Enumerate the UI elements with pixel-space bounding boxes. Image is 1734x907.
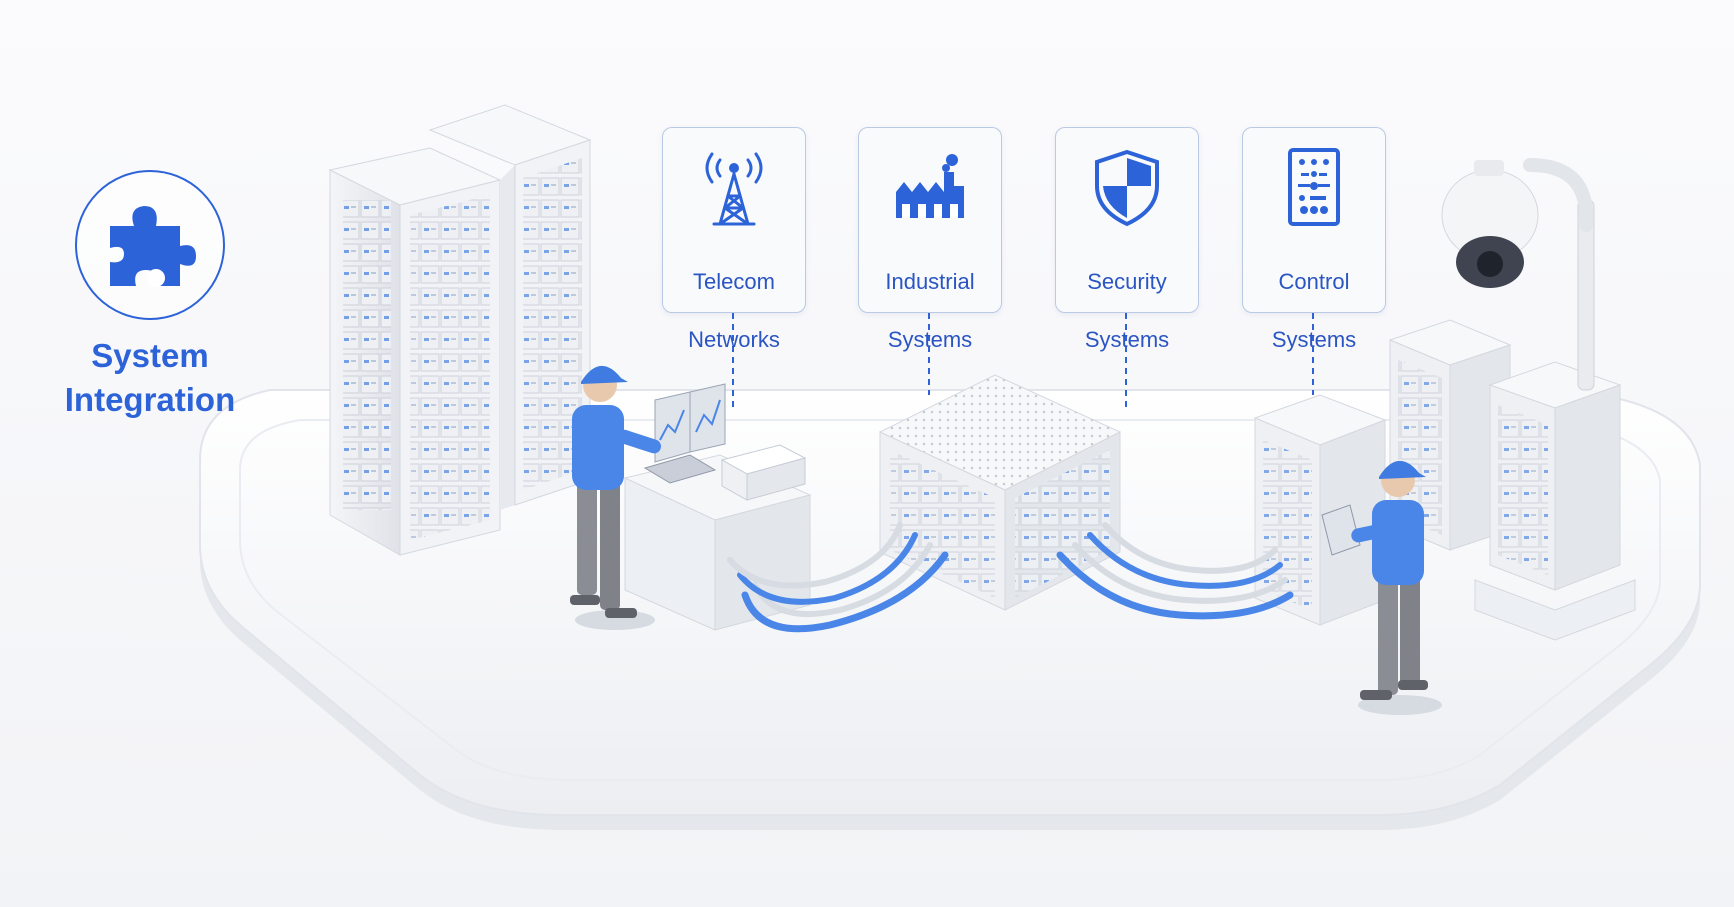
- factory-icon: [896, 154, 964, 218]
- card-label-line1: Security: [1087, 269, 1167, 294]
- card-connectors: [732, 313, 1314, 410]
- card-telecom-networks: Telecom Networks: [662, 127, 806, 352]
- card-security-systems: Security Systems: [1055, 127, 1199, 352]
- puzzle-piece-icon: [110, 206, 196, 287]
- brand-title-line2: Integration: [64, 381, 236, 418]
- card-label-line2: Systems: [1084, 327, 1170, 352]
- card-label-line2: Systems: [1271, 327, 1357, 352]
- server-rack-left-front: [328, 147, 502, 556]
- central-hub: [878, 374, 1122, 611]
- technician-left: [570, 365, 661, 630]
- control-panel-icon: [1288, 148, 1340, 226]
- network-cables: [727, 522, 1294, 633]
- brand-title-line1: System: [91, 337, 209, 374]
- card-label-line2: Networks: [688, 327, 780, 352]
- brand-badge: [75, 170, 225, 320]
- security-camera: [1441, 158, 1595, 391]
- workstation-desk: [623, 383, 812, 631]
- card-label-line1: Industrial: [885, 269, 975, 294]
- radio-tower-icon: [705, 152, 763, 226]
- card-label-line1: Control: [1278, 269, 1350, 294]
- server-rack-left-back: [428, 104, 592, 510]
- card-label-line1: Telecom: [693, 269, 775, 294]
- server-rack-right-front: [1474, 361, 1636, 641]
- server-rack-right-center: [1253, 394, 1387, 626]
- card-control-systems: Control Systems: [1242, 127, 1386, 352]
- card-label-line2: Systems: [887, 327, 973, 352]
- technician-right: [1321, 460, 1442, 715]
- shield-icon: [1095, 149, 1159, 227]
- brand-block: System Integration: [40, 170, 260, 422]
- card-industrial-systems: Industrial Systems: [858, 127, 1002, 352]
